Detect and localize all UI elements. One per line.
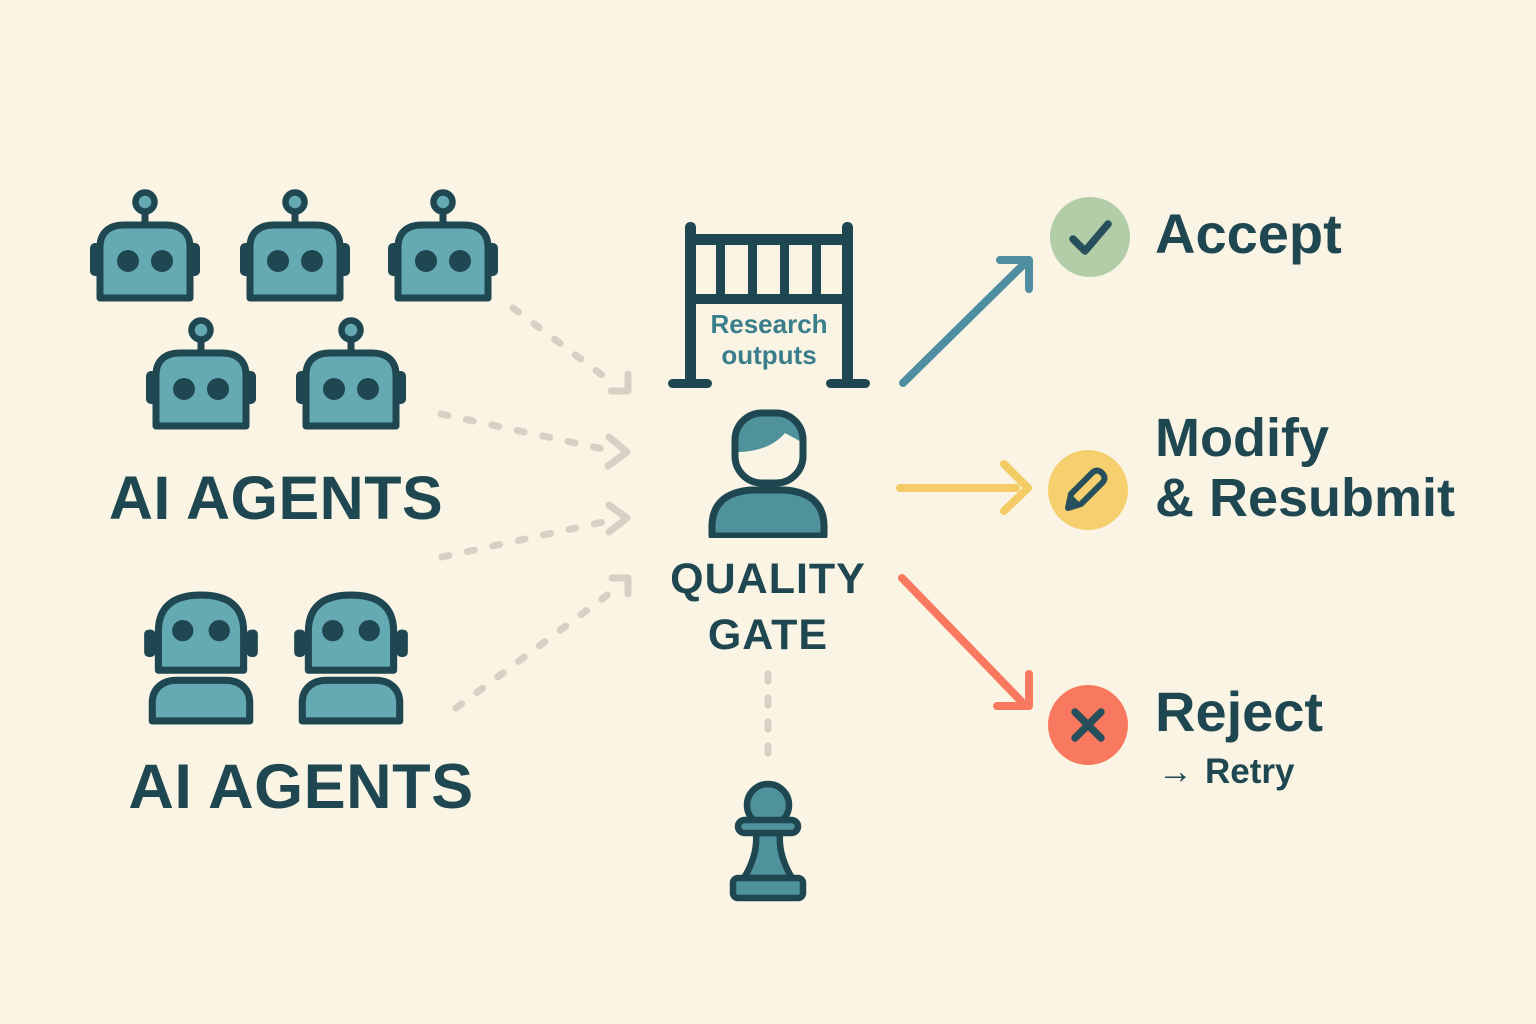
retry-arrow-icon: → — [1158, 752, 1193, 791]
ai-agents-bottom-label: AI AGENTS — [128, 752, 474, 822]
robot-head-icon — [296, 317, 406, 431]
modify-label: Modify & Resubmit — [1155, 408, 1455, 528]
reject-badge — [1048, 685, 1128, 765]
dashed-arrow-1-head — [607, 370, 632, 395]
pencil-icon — [1065, 467, 1108, 511]
dashed-arrow-4 — [452, 589, 614, 712]
modify-badge — [1048, 450, 1128, 530]
x-icon — [1071, 708, 1105, 742]
research-gate-label-line2: outputs — [721, 340, 817, 370]
modify-arrow-head — [1000, 460, 1032, 515]
robot-head-icon — [388, 189, 498, 303]
accept-label: Accept — [1155, 202, 1342, 265]
robot-head-icon — [146, 317, 256, 431]
pawn-icon — [729, 780, 807, 902]
ai-agents-top-label: AI AGENTS — [108, 464, 444, 532]
research-gate-label: Research outputs — [664, 309, 874, 371]
modify-label-line1: Modify — [1155, 408, 1329, 468]
research-gate-icon — [668, 222, 870, 388]
reject-arrow — [898, 574, 1025, 705]
robot-head-icon — [240, 189, 350, 303]
reviewer-person-icon — [708, 409, 828, 538]
quality-gate-label-line2: GATE — [707, 611, 829, 659]
accept-badge — [1050, 197, 1130, 277]
reject-arrow-head — [993, 670, 1033, 710]
modify-label-line2: & Resubmit — [1155, 468, 1456, 528]
robot-agent-icon — [144, 589, 258, 725]
research-gate-label-line1: Research — [710, 309, 828, 339]
accept-arrow — [899, 261, 1027, 387]
dashed-arrow-2 — [437, 410, 612, 454]
quality-gate-label: QUALITY GATE — [593, 551, 943, 663]
dashed-arrow-2-head — [604, 433, 631, 470]
robot-head-icon — [90, 189, 200, 303]
dashed-arrow-4-head — [608, 574, 632, 598]
check-icon — [1069, 220, 1112, 255]
retry-label: Retry — [1205, 752, 1295, 791]
dashed-arrow-3 — [438, 517, 612, 561]
dashed-arrow-3-head — [605, 501, 631, 536]
dashed-arrow-1 — [509, 304, 618, 388]
reject-label: Reject — [1155, 680, 1324, 743]
retry-note: → Retry — [1158, 750, 1294, 794]
accept-arrow-head — [996, 256, 1033, 293]
robot-agent-icon — [294, 589, 408, 725]
quality-gate-label-line1: QUALITY — [670, 555, 866, 603]
